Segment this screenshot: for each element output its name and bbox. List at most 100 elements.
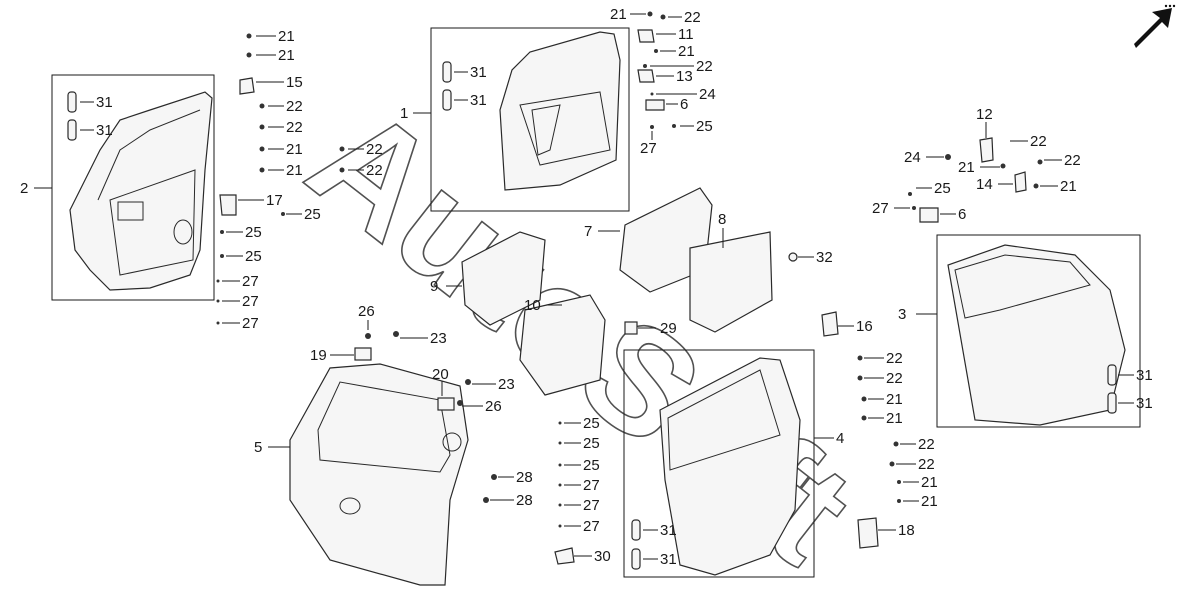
rear-door-right-group	[623, 349, 815, 578]
tailgate-panel	[289, 363, 469, 586]
callout-11: 11	[678, 26, 694, 43]
callout-28: 28	[516, 492, 533, 509]
group-box-3	[936, 234, 1141, 428]
small-fasteners-right	[857, 355, 901, 503]
callout-22: 22	[918, 436, 935, 453]
rear-door-left-group	[51, 74, 215, 301]
callout-31: 31	[1136, 367, 1153, 384]
callout-22: 22	[886, 370, 903, 387]
hinge-13-icon	[637, 69, 655, 83]
callout-27: 27	[583, 497, 600, 514]
hinge-20-icon	[437, 397, 455, 411]
callout-20: 20	[432, 366, 449, 383]
callout-27: 27	[242, 273, 259, 290]
callout-21: 21	[921, 474, 938, 491]
callout-21: 21	[286, 162, 303, 179]
callout-5: 5	[254, 439, 262, 456]
callout-21: 21	[958, 159, 975, 176]
callout-14: 14	[976, 176, 993, 193]
callout-13: 13	[676, 68, 693, 85]
callout-25: 25	[583, 435, 600, 452]
callout-9: 9	[430, 278, 438, 295]
clip-29-icon	[624, 321, 638, 335]
callout-27: 27	[242, 293, 259, 310]
callout-31: 31	[1136, 395, 1153, 412]
callout-22: 22	[366, 162, 383, 179]
callout-30: 30	[594, 548, 611, 565]
front-door-frame-panel	[499, 31, 621, 191]
callout-24: 24	[904, 149, 921, 166]
hinge-15-icon	[239, 77, 255, 95]
callout-27: 27	[640, 140, 657, 157]
callout-21: 21	[678, 43, 695, 60]
front-door-right-panel	[947, 244, 1126, 426]
small-fasteners-tailgate	[365, 331, 562, 528]
callout-21: 21	[278, 47, 295, 64]
callout-22: 22	[684, 9, 701, 26]
callout-12: 12	[976, 106, 993, 123]
callout-31: 31	[96, 94, 113, 111]
checker-6-icon	[919, 207, 939, 223]
callout-24: 24	[699, 86, 716, 103]
seal-clip-icon	[67, 91, 77, 141]
callout-4: 4	[836, 430, 844, 447]
callout-25: 25	[245, 224, 262, 241]
callout-19: 19	[310, 347, 327, 364]
callout-22: 22	[366, 141, 383, 158]
callout-22: 22	[886, 350, 903, 367]
callout-7: 7	[584, 223, 592, 240]
callout-29: 29	[660, 320, 677, 337]
callout-21: 21	[886, 391, 903, 408]
callout-31: 31	[96, 122, 113, 139]
rear-door-right-panel	[659, 357, 801, 576]
bracket-30-icon	[554, 547, 575, 565]
callout-21: 21	[1060, 178, 1077, 195]
hinge-16-icon	[821, 311, 839, 337]
callout-25: 25	[583, 457, 600, 474]
callout-21: 21	[278, 28, 295, 45]
callout-27: 27	[583, 477, 600, 494]
trim-sheets	[461, 187, 798, 396]
callout-25: 25	[934, 180, 951, 197]
group-box-4	[623, 349, 815, 578]
callout-26: 26	[485, 398, 502, 415]
callout-31: 31	[660, 522, 677, 539]
hinge-12-icon	[979, 137, 994, 163]
small-fasteners-top-right	[908, 154, 1043, 210]
callout-28: 28	[516, 469, 533, 486]
tailgate-group	[289, 331, 575, 586]
leader-lines	[34, 13, 1134, 560]
callout-3: 3	[898, 306, 906, 323]
callout-22: 22	[286, 119, 303, 136]
callout-22: 22	[1030, 133, 1047, 150]
small-fasteners-left	[216, 33, 345, 325]
hinge-17-icon	[219, 194, 237, 216]
callout-22: 22	[286, 98, 303, 115]
callout-15: 15	[286, 74, 303, 91]
hinge-14-icon	[1014, 171, 1027, 193]
front-door-frame-group	[430, 27, 630, 212]
checker-6-icon	[645, 99, 665, 111]
callout-25: 25	[304, 206, 321, 223]
callout-18: 18	[898, 522, 915, 539]
callout-31: 31	[470, 64, 487, 81]
callout-6: 6	[680, 96, 688, 113]
callout-22: 22	[696, 58, 713, 75]
latch-18-icon	[857, 517, 879, 549]
callout-21: 21	[286, 141, 303, 158]
sheet-8	[689, 231, 773, 333]
callout-27: 27	[242, 315, 259, 332]
front-door-right-group	[936, 234, 1141, 428]
front-arrow-icon	[1134, 4, 1176, 48]
callout-labels: 21 21 15 22 22 21 21 22 22 17 25 25 25 2…	[20, 6, 1153, 568]
callout-8: 8	[718, 211, 726, 228]
small-fasteners-front	[643, 11, 676, 129]
callout-16: 16	[856, 318, 873, 335]
sheet-10	[519, 294, 606, 396]
callout-32: 32	[816, 249, 833, 266]
screw-32-icon	[788, 252, 798, 262]
callout-2: 2	[20, 180, 28, 197]
callout-21: 21	[610, 6, 627, 23]
callout-25: 25	[245, 248, 262, 265]
